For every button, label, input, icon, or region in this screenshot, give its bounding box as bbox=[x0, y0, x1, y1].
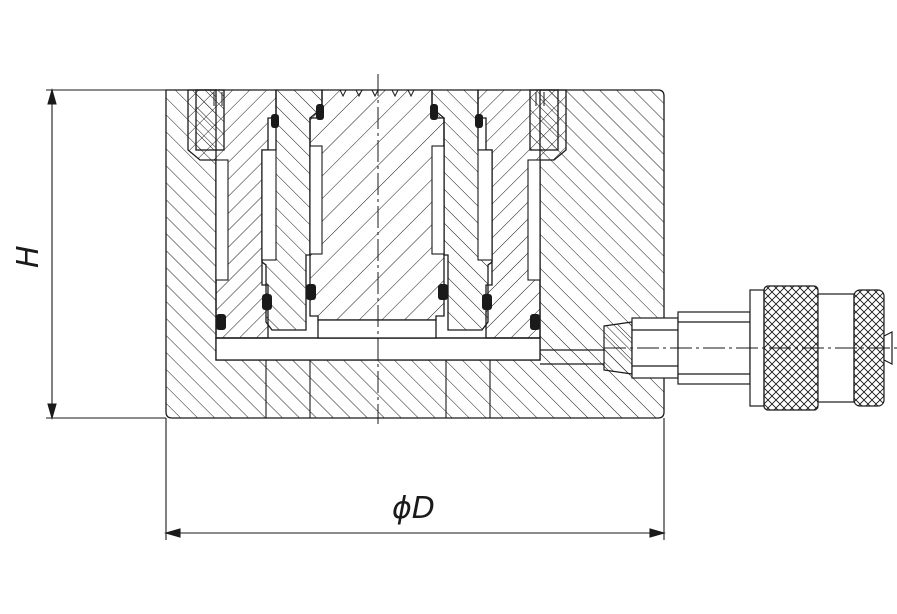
dimension-diameter bbox=[163, 418, 667, 540]
dimension-height bbox=[46, 87, 166, 421]
outer-stage bbox=[187, 89, 567, 339]
base-plate-lines bbox=[265, 360, 491, 418]
diameter-label: ϕD bbox=[392, 491, 435, 526]
thread-marks bbox=[213, 89, 545, 106]
seals bbox=[216, 104, 540, 330]
inner-channels bbox=[215, 145, 541, 281]
height-label: H bbox=[11, 245, 46, 268]
center-plunger bbox=[309, 89, 445, 339]
